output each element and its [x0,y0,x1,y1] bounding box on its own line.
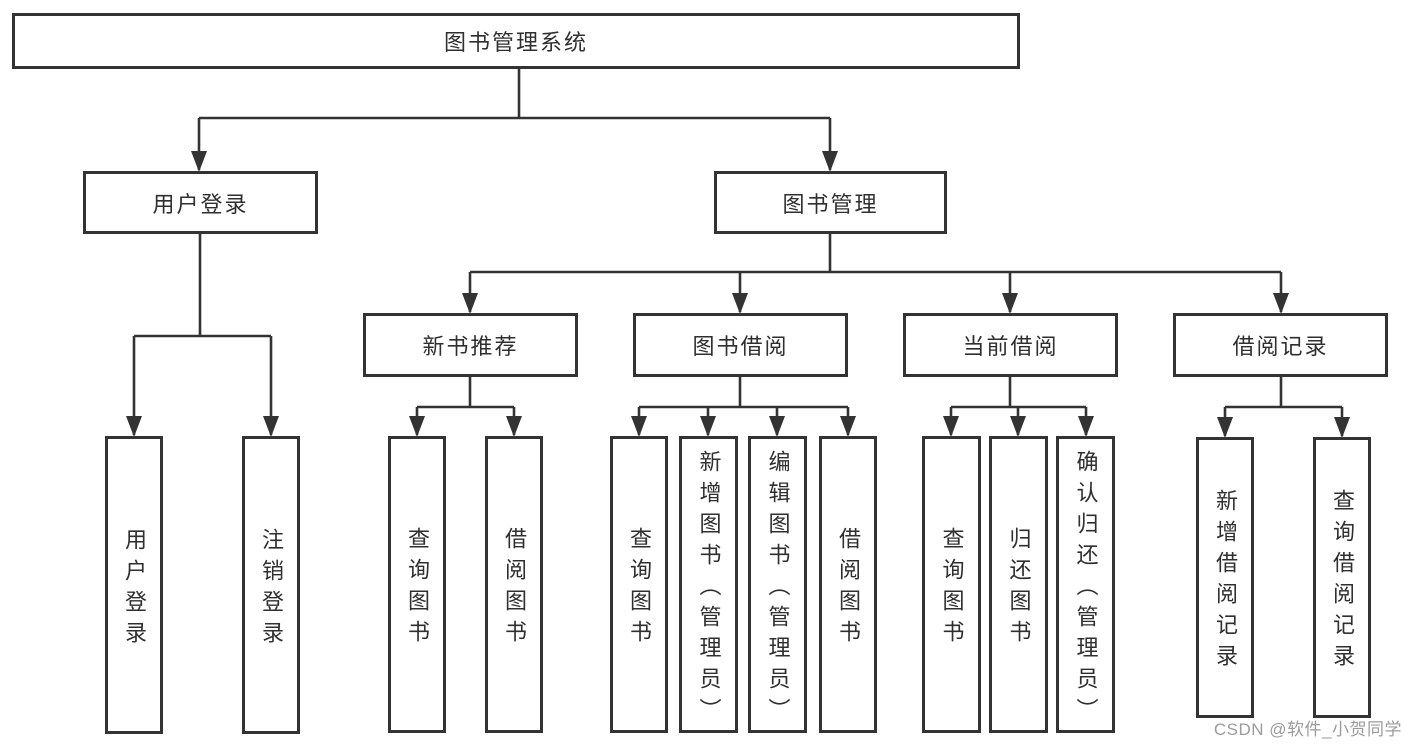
leaf-add-book-admin: 新增图书（管理员） [679,436,738,733]
leaf-user-login: 用户登录 [105,436,163,734]
watermark: CSDN @软件_小贺同学 [1213,720,1402,739]
node-new-book-recommend: 新书推荐 [363,313,578,377]
node-borrow-records: 借阅记录 [1173,313,1388,377]
leaf-confirm-return-admin: 确认归还（管理员） [1056,436,1115,733]
leaf-borrow-books-1: 借阅图书 [485,436,543,733]
leaf-logout: 注销登录 [242,436,300,734]
node-book-borrow: 图书借阅 [633,313,848,377]
leaf-return-book: 归还图书 [989,436,1048,733]
leaf-query-borrow-record: 查询借阅记录 [1313,437,1371,718]
node-book-management: 图书管理 [714,171,947,234]
leaf-query-books-1: 查询图书 [388,436,446,733]
leaf-query-books-2: 查询图书 [610,436,668,733]
leaf-query-books-3: 查询图书 [922,436,981,733]
node-user-login: 用户登录 [83,171,318,234]
node-current-borrow: 当前借阅 [903,313,1118,377]
leaf-add-borrow-record: 新增借阅记录 [1196,437,1254,718]
leaf-edit-book-admin: 编辑图书（管理员） [748,436,807,733]
leaf-borrow-books-2: 借阅图书 [819,436,877,733]
node-root: 图书管理系统 [12,13,1020,69]
